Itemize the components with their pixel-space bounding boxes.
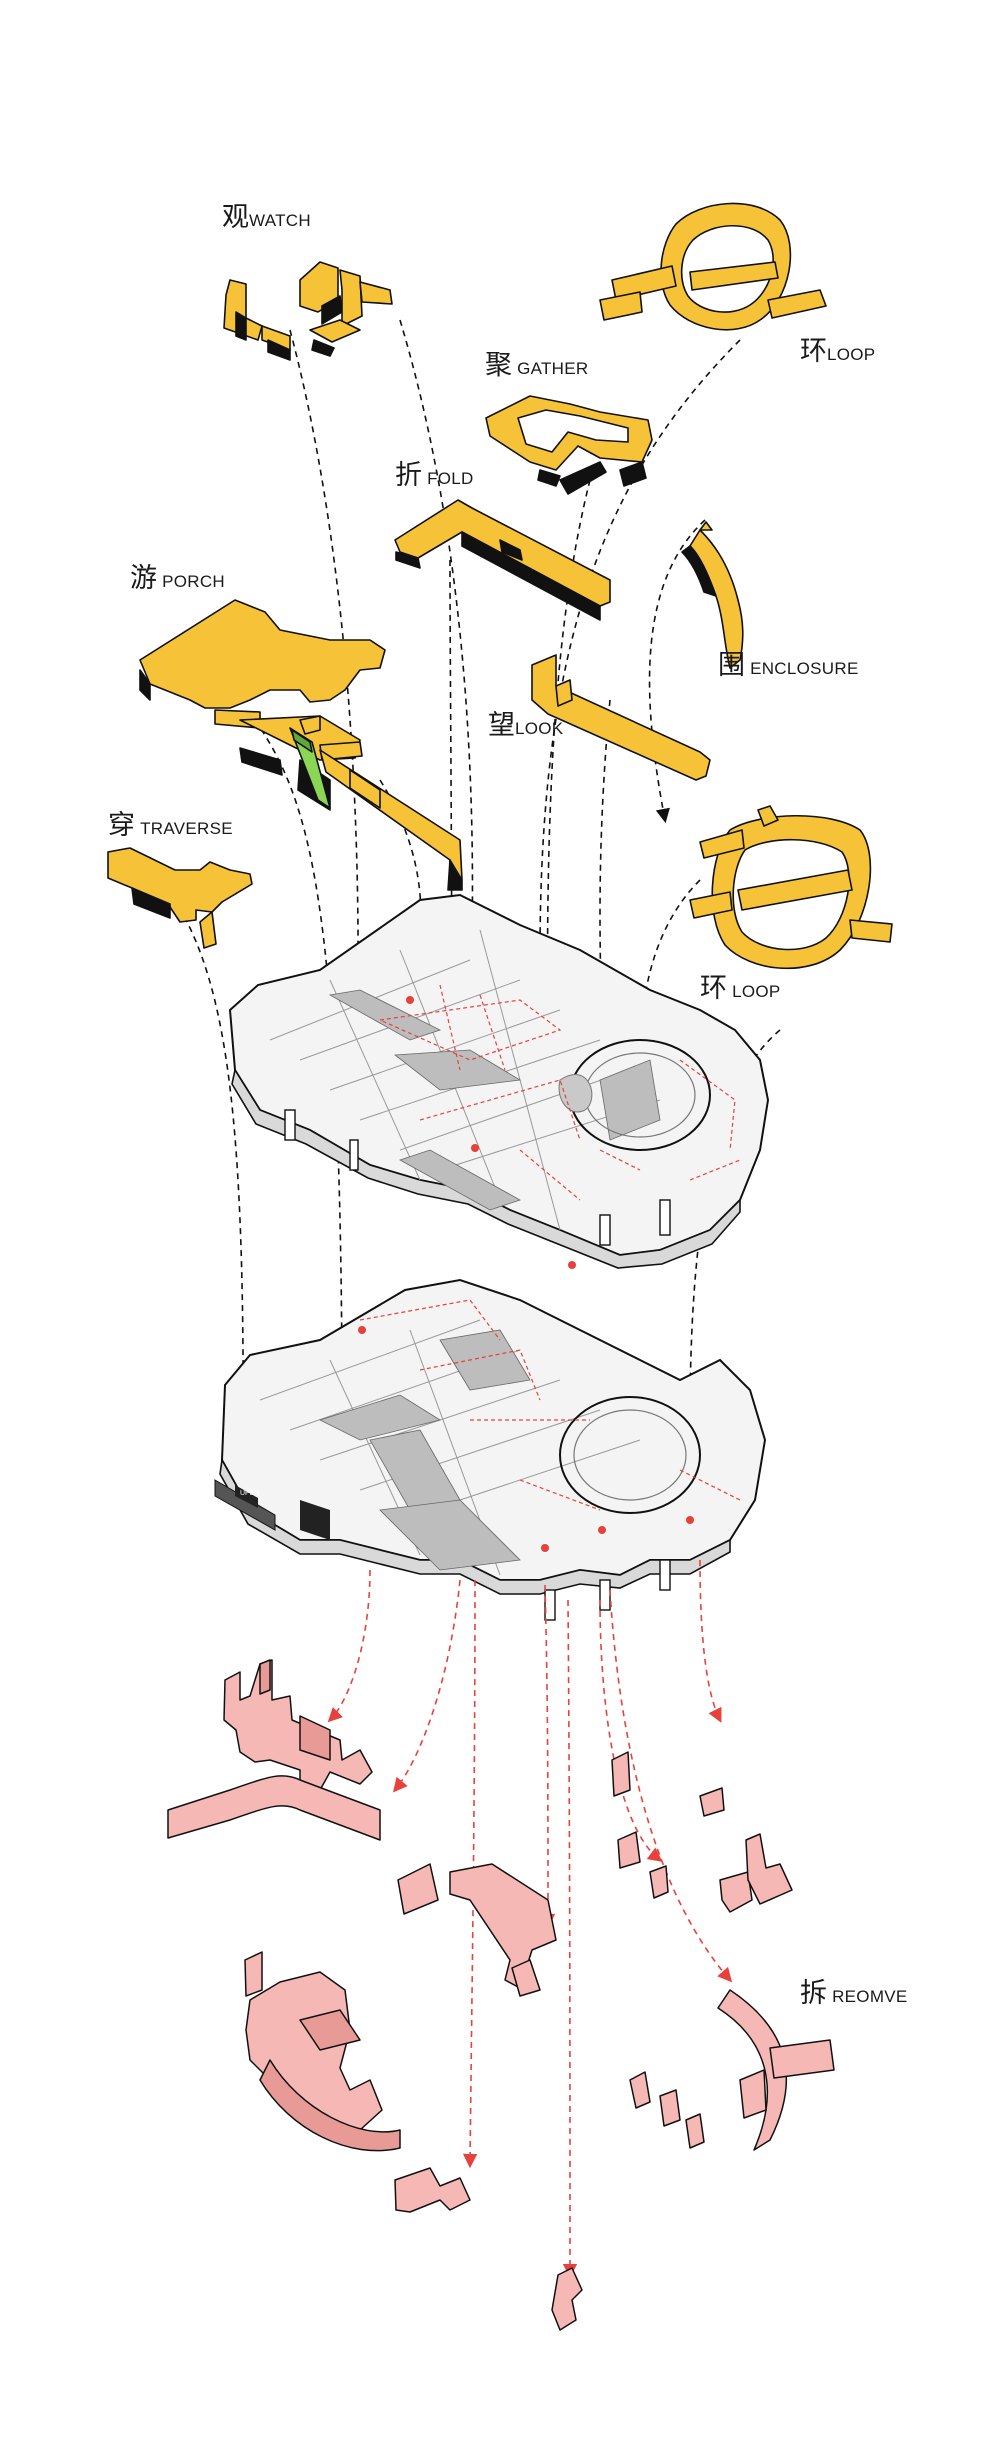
label-gather-zh: 聚 (485, 350, 512, 381)
removed-wall-group-i (629, 1989, 835, 2151)
removed-wall-group-b (167, 1775, 381, 1841)
removed-wall-group-a (223, 1659, 373, 1791)
label-loop-mid: 环 LOOP (700, 975, 781, 1002)
label-watch: 观WATCH (222, 204, 311, 231)
label-porch-zh: 游 (130, 563, 157, 594)
removed-wall-group-c (397, 1863, 557, 1997)
label-watch-zh: 观 (222, 202, 249, 233)
added-volumes (107, 202, 893, 970)
label-traverse: 穿 TRAVERSE (108, 812, 233, 839)
removed-wall-group-h (699, 1787, 793, 1913)
removed-wall-group-f (551, 2267, 583, 2331)
label-loop-mid-en: LOOP (732, 982, 781, 1001)
label-porch: 游 PORCH (130, 565, 225, 592)
label-look-zh: 望 (488, 710, 515, 741)
label-fold-en: FOLD (427, 469, 474, 488)
red-dashed-connectors (327, 1559, 733, 2279)
look-volume (531, 654, 711, 781)
label-remove-en: REOMVE (832, 1987, 908, 2006)
removed-walls (167, 1659, 835, 2331)
label-enclosure: 围 ENCLOSURE (718, 652, 859, 679)
label-look: 望LOOK (488, 712, 563, 739)
upper-floor-plate (228, 893, 770, 1269)
label-watch-en: WATCH (249, 211, 311, 230)
lower-floor-plate: UPEN (214, 1278, 767, 1621)
label-fold: 折 FOLD (395, 462, 474, 489)
label-loop-mid-zh: 环 (700, 973, 727, 1004)
porch-volume (139, 599, 463, 891)
label-porch-en: PORCH (162, 572, 225, 591)
enclosure-volume (681, 521, 744, 669)
fold-volume (394, 499, 611, 621)
watch-volume (223, 261, 393, 361)
loop-mid-volume (689, 805, 893, 970)
label-look-en: LOOK (515, 719, 564, 738)
removed-wall-group-d (244, 1951, 401, 2152)
gather-volume (485, 395, 653, 495)
removed-wall-group-e (394, 2167, 471, 2213)
traverse-volume (107, 847, 253, 949)
label-enclosure-en: ENCLOSURE (750, 659, 859, 678)
label-loop-top-zh: 环 (800, 336, 827, 367)
label-loop-top: 环LOOP (800, 338, 875, 365)
label-enclosure-zh: 围 (718, 650, 745, 681)
removed-wall-group-g (611, 1751, 669, 1899)
label-gather: 聚 GATHER (485, 352, 588, 379)
label-traverse-en: TRAVERSE (140, 819, 233, 838)
loop-top-volume (599, 202, 827, 331)
label-gather-en: GATHER (517, 359, 589, 378)
label-loop-top-en: LOOP (827, 345, 876, 364)
label-remove-zh: 拆 (800, 1978, 827, 2009)
label-traverse-zh: 穿 (108, 810, 135, 841)
label-remove: 拆 REOMVE (800, 1980, 908, 2007)
svg-text:UPEN: UPEN (240, 1490, 259, 1497)
label-fold-zh: 折 (395, 460, 422, 491)
